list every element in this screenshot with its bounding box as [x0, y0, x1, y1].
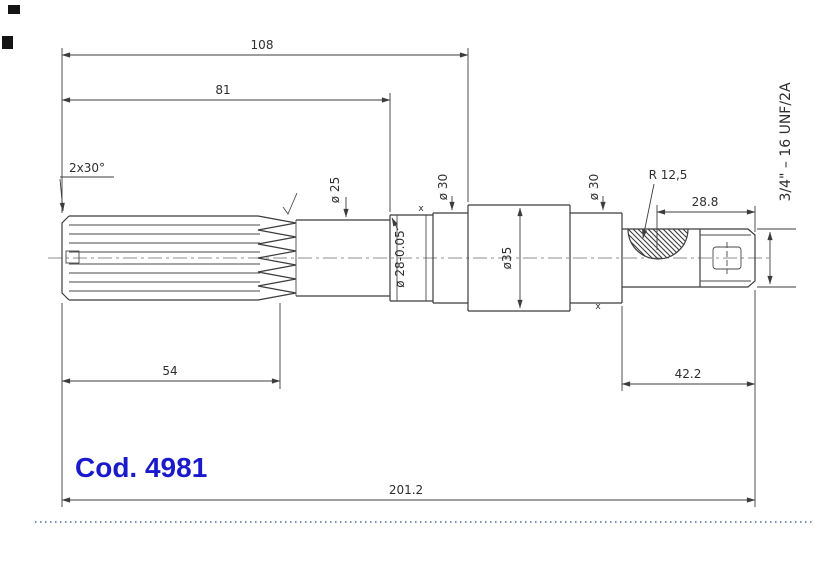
thread-spec-label: 3/4" – 16 UNF/2A — [778, 82, 794, 202]
dim-81-label: 81 — [215, 83, 230, 97]
extension-lines — [60, 48, 796, 507]
dia30-right-label: ø 30 — [587, 174, 601, 200]
dim-201-label: 201.2 — [389, 483, 423, 497]
dim-54-label: 54 — [162, 364, 177, 378]
center-hole-detail — [65, 250, 80, 264]
dim-42-label: 42.2 — [675, 367, 702, 381]
radius-label: R 12,5 — [649, 168, 688, 182]
dia28-label: ø 28-0.05 — [393, 230, 407, 287]
chamfer-label: 2x30° — [69, 161, 105, 175]
groove-hatching — [628, 229, 688, 259]
spline-section — [61, 215, 297, 301]
dia35-label: ø35 — [500, 247, 514, 270]
dim-288-label: 28.8 — [692, 195, 719, 209]
dia30-right-section — [570, 212, 623, 304]
scan-artifacts — [2, 5, 20, 49]
chamfer-mark-2: x — [595, 302, 601, 312]
part-code-label: Cod. 4981 — [75, 452, 207, 483]
scan-artifact — [2, 36, 13, 49]
dia25-label: ø 25 — [328, 177, 342, 203]
scan-artifact — [8, 5, 20, 14]
dia35-collar — [467, 204, 571, 312]
leader-radius — [642, 183, 655, 239]
threaded-end-section — [622, 228, 756, 288]
shaft-outline — [61, 192, 756, 312]
leader-dia28 — [391, 217, 399, 231]
dia25-section — [295, 219, 390, 297]
surface-finish-icon — [282, 192, 298, 215]
dia28-section — [389, 214, 433, 302]
dimension-labels: 108 81 54 42.2 201.2 28.8 2x30° R 12,5 ø… — [69, 38, 794, 497]
spline-runout-teeth — [257, 215, 297, 301]
dia30-left-label: ø 30 — [436, 174, 450, 200]
leader-chamfer — [59, 178, 65, 212]
dia30-left-section — [432, 212, 468, 304]
dimension-lines — [59, 52, 773, 503]
chamfer-mark-1: x — [418, 204, 424, 214]
dim-108-label: 108 — [251, 38, 274, 52]
